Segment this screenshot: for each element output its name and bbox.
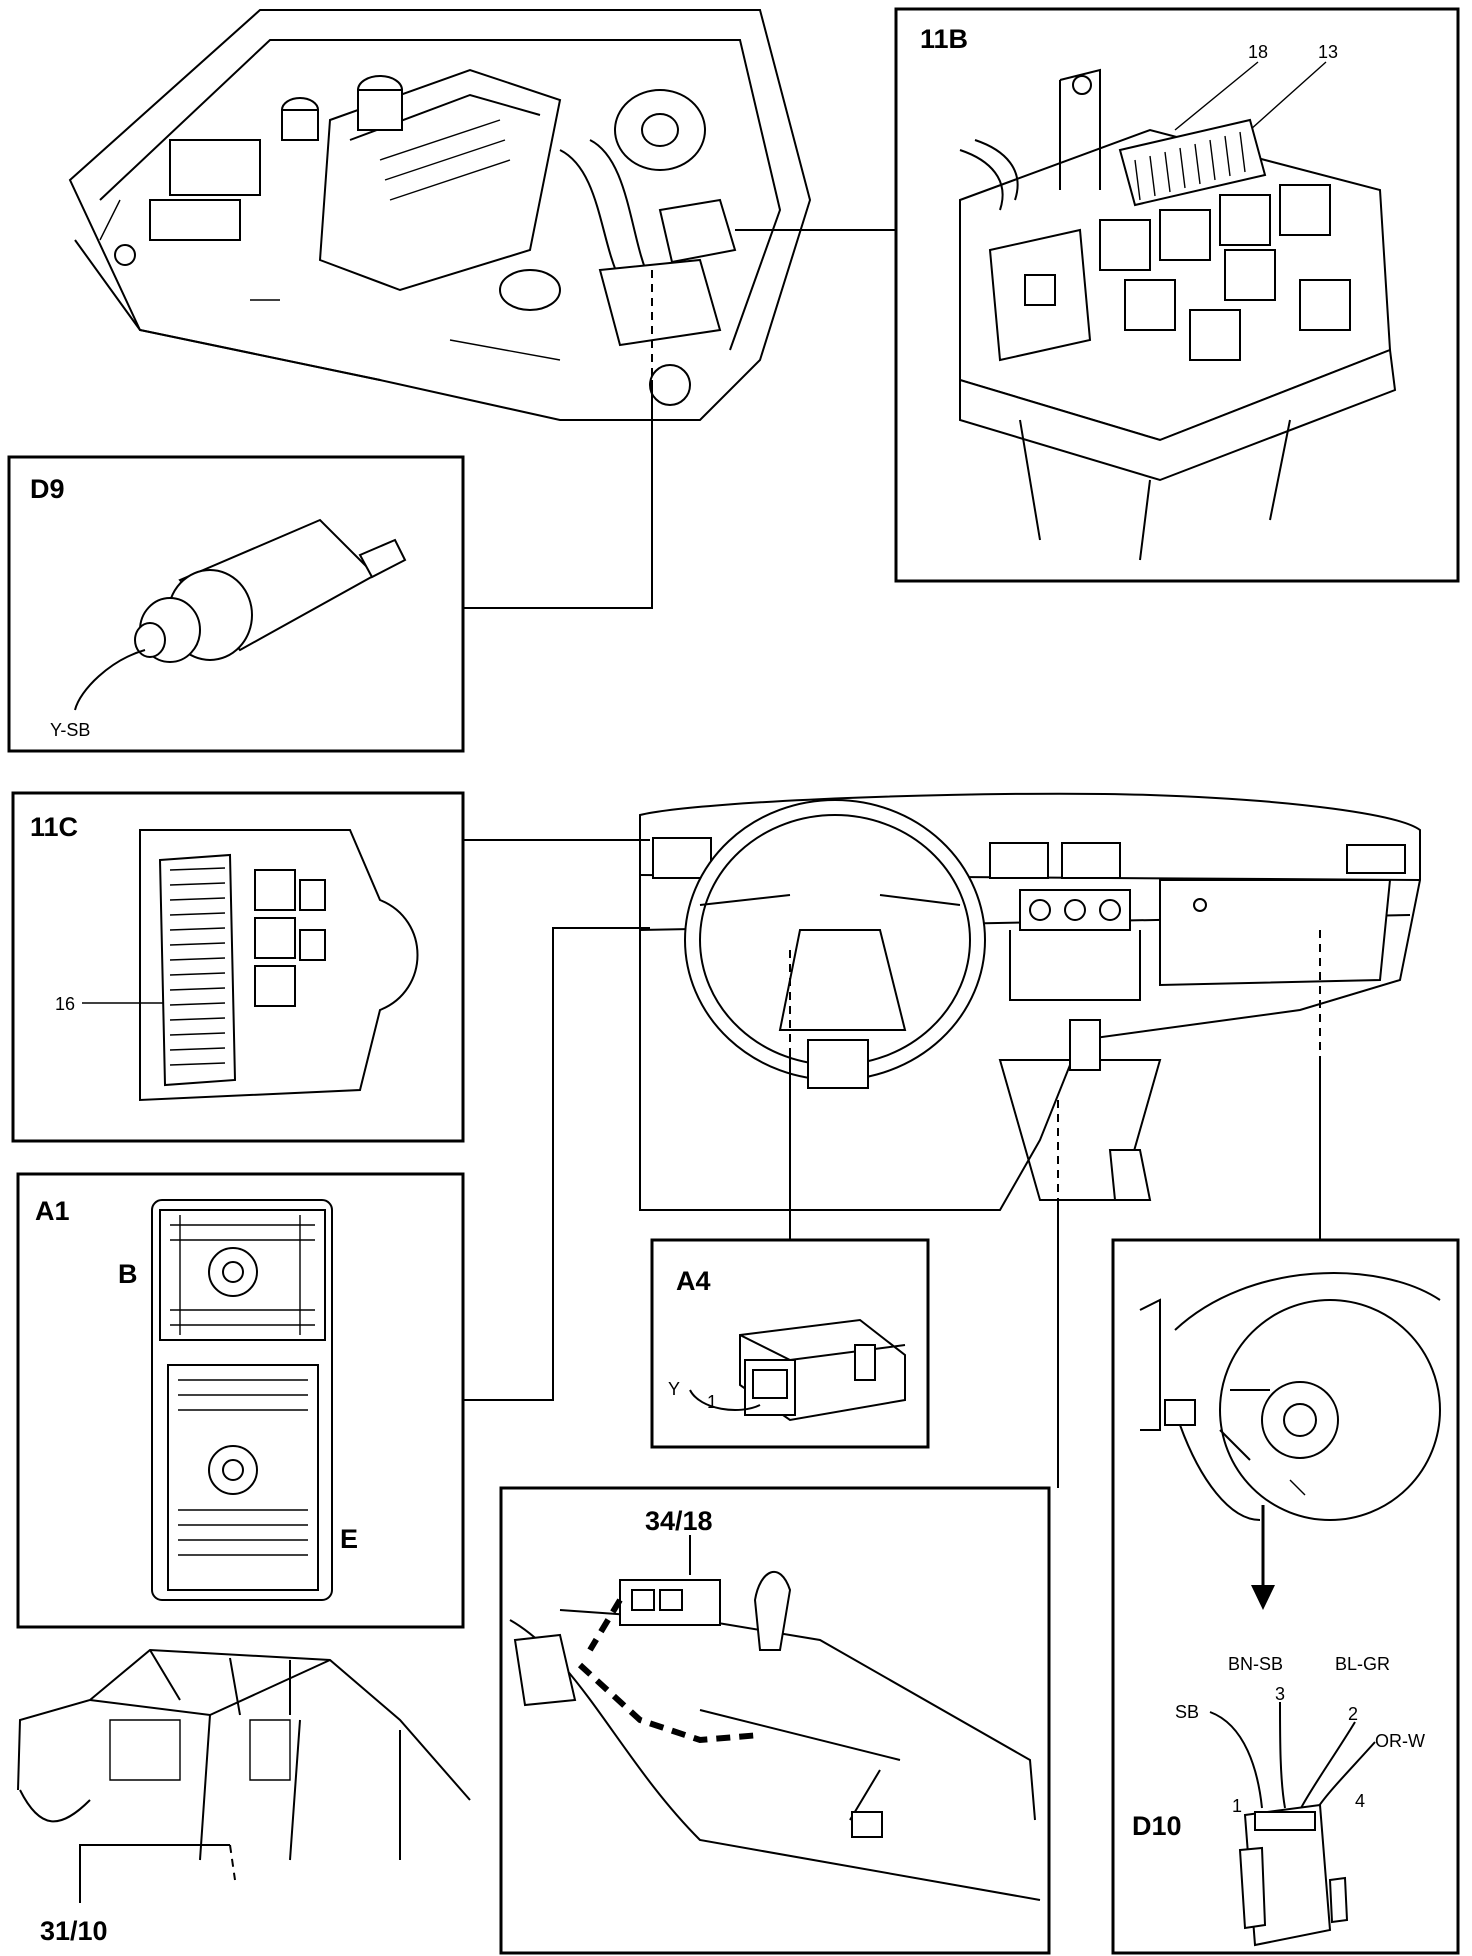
panel-a1-title: A1 xyxy=(35,1196,70,1226)
panel-d10-title: D10 xyxy=(1132,1811,1182,1841)
callout-13: 13 xyxy=(1318,42,1338,62)
a1-connector-e-label: E xyxy=(340,1524,358,1554)
panel-34-18-frame xyxy=(499,1486,1051,1955)
temperature-sensor-illustration xyxy=(74,518,407,711)
d10-pin-2: 2 xyxy=(1348,1704,1358,1724)
fuse-strip xyxy=(1118,118,1267,207)
callout-18: 18 xyxy=(1248,42,1268,62)
panel-34-18-title: 34/18 xyxy=(645,1506,713,1536)
d10-wire-bl-gr: BL-GR xyxy=(1335,1654,1390,1674)
central-electronic-module-illustration xyxy=(151,1199,333,1601)
callout-16: 16 xyxy=(55,994,75,1014)
d10-wire-bn-sb: BN-SB xyxy=(1228,1654,1283,1674)
car-body-illustration xyxy=(17,1648,471,1861)
brake-pedal-switch-illustration xyxy=(1139,1272,1441,1521)
panel-31-10-title: 31/10 xyxy=(40,1916,108,1946)
d10-connector-illustration xyxy=(1209,1701,1376,1947)
d10-wire-sb: SB xyxy=(1175,1702,1199,1722)
d10-pin-4: 4 xyxy=(1355,1791,1365,1811)
a1-connector-b-label: B xyxy=(118,1259,138,1289)
harness-routing-dashed xyxy=(577,1598,761,1744)
d10-wire-labels: SB 1 BN-SB 3 BL-GR 2 OR-W 4 xyxy=(1175,1654,1425,1816)
d10-pin-1: 1 xyxy=(1232,1796,1242,1816)
a4-pin-number: 1 xyxy=(707,1392,717,1412)
panel-11c-frame xyxy=(11,791,465,1143)
relay-fuse-box-illustration xyxy=(959,68,1397,561)
engine-bay-illustration xyxy=(68,9,812,421)
d10-pin-3: 3 xyxy=(1275,1684,1285,1704)
a4-wire-color: Y xyxy=(668,1379,680,1399)
dashboard-illustration xyxy=(639,792,1421,1211)
panel-a4-title: A4 xyxy=(676,1266,711,1296)
leader-to-31-10 xyxy=(79,1844,230,1903)
leader-to-a1 xyxy=(463,927,650,1401)
panel-11b-title: 11B xyxy=(920,24,968,54)
panel-d9-title: D9 xyxy=(30,474,65,504)
a4-connector-illustration xyxy=(739,1318,906,1422)
d9-wire-color: Y-SB xyxy=(50,720,90,740)
d10-wire-or-w: OR-W xyxy=(1375,1731,1425,1751)
gear-selector-harness-illustration xyxy=(509,1570,1041,1901)
d10-pointer-arrow-head xyxy=(1251,1585,1275,1610)
panel-11c-title: 11C xyxy=(30,812,78,842)
leader-to-d9 xyxy=(463,380,653,609)
fuse-panel-illustration xyxy=(139,829,419,1102)
